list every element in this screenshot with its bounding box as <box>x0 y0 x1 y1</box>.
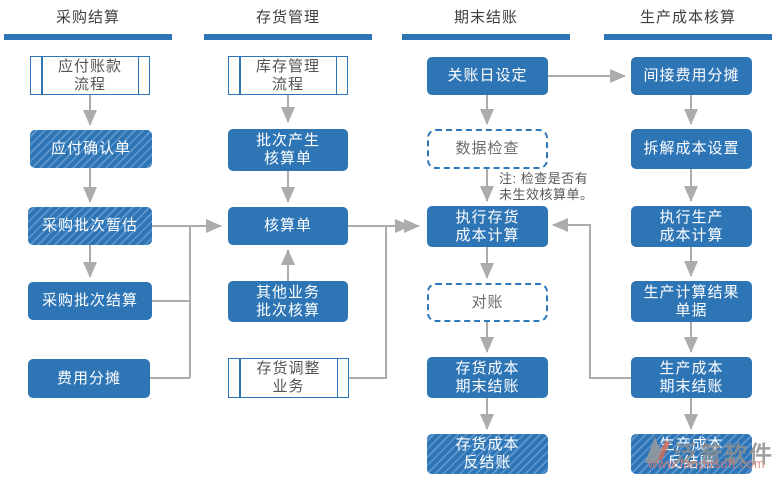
node-inventory-cost-reverse-close: 存货成本 反结账 <box>427 434 548 474</box>
node-inventory-mgmt-flow: 库存管理 流程 <box>228 56 348 95</box>
column-header-inventory-management: 存货管理 <box>204 8 372 40</box>
column-title: 生产成本核算 <box>639 9 736 26</box>
node-purchase-batch-estimate: 采购批次暂估 <box>28 207 152 245</box>
node-inventory-cost-period-end-close: 存货成本 期末结账 <box>427 357 548 398</box>
collector-settlement-expense <box>150 226 191 379</box>
note-text: 注: 检查是否有 未生效核算单。 <box>499 171 594 203</box>
node-production-calc-result-doc: 生产计算结果 单据 <box>631 281 752 322</box>
column-header-production-cost-accounting: 生产成本核算 <box>604 8 772 40</box>
column-header-period-end-closing: 期末结账 <box>402 8 570 40</box>
collector-inventory-adjustment <box>348 226 387 379</box>
node-data-check: 数据检查 <box>427 129 548 169</box>
watermark-brand: 泛普软件 <box>674 441 774 467</box>
column-title: 期末结账 <box>453 9 518 26</box>
node-expense-allocation: 费用分摊 <box>28 359 150 398</box>
column-underline <box>204 34 372 40</box>
column-underline <box>402 34 570 40</box>
node-purchase-batch-settlement: 采购批次结算 <box>28 282 152 320</box>
node-production-cost-period-end-close: 生产成本 期末结账 <box>631 357 752 398</box>
node-ap-process-flow: 应付账款 流程 <box>30 56 150 95</box>
node-run-production-cost-calc: 执行生产 成本计算 <box>631 206 752 247</box>
column-title: 采购结算 <box>55 9 120 26</box>
watermark-url: www.fanpusoft.com <box>648 457 765 471</box>
node-batch-generate-accounting-doc: 批次产生 核算单 <box>228 129 348 171</box>
node-cost-breakdown-setting: 拆解成本设置 <box>631 129 752 169</box>
node-reconciliation: 对账 <box>427 283 548 322</box>
node-other-business-batch-accounting: 其他业务 批次核算 <box>228 281 348 322</box>
column-underline <box>4 34 172 40</box>
node-accounting-doc: 核算单 <box>228 207 348 245</box>
arrow-production-close-to-inventory-calc <box>552 218 631 379</box>
column-header-purchase-settlement: 采购结算 <box>4 8 172 40</box>
node-closing-date-setting: 关账日设定 <box>427 57 548 95</box>
column-title: 存货管理 <box>255 9 320 26</box>
node-indirect-expense-allocation: 间接费用分摊 <box>631 57 752 95</box>
node-inventory-adjustment-business: 存货调整 业务 <box>228 358 349 398</box>
node-ap-confirmation: 应付确认单 <box>30 130 152 168</box>
node-run-inventory-cost-calc: 执行存货 成本计算 <box>427 206 548 247</box>
column-underline <box>604 34 772 40</box>
